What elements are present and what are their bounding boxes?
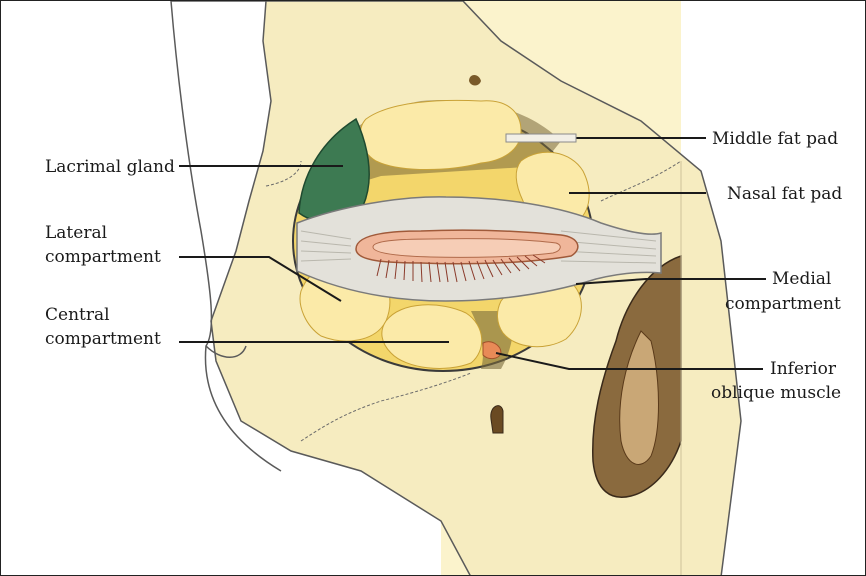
eyelid-inner bbox=[373, 239, 560, 258]
label-medial-line2: compartment bbox=[725, 294, 841, 314]
label-middle-fat-pad: Middle fat pad bbox=[712, 129, 838, 149]
label-central-line2: compartment bbox=[45, 329, 161, 349]
label-medial-line1: Medial bbox=[772, 269, 831, 289]
label-lateral-line2: compartment bbox=[45, 247, 161, 267]
middle-fat-pad bbox=[360, 100, 521, 169]
label-nasal-fat-pad: Nasal fat pad bbox=[727, 184, 842, 204]
label-inferior-line1: Inferior bbox=[770, 359, 837, 379]
label-inferior-line2: oblique muscle bbox=[711, 383, 841, 403]
pointer-instrument bbox=[506, 134, 576, 142]
infraorbital-foramen bbox=[491, 406, 503, 433]
label-lateral-line1: Lateral bbox=[45, 223, 107, 243]
label-lacrimal-gland: Lacrimal gland bbox=[45, 157, 175, 177]
label-central-line1: Central bbox=[45, 305, 110, 325]
